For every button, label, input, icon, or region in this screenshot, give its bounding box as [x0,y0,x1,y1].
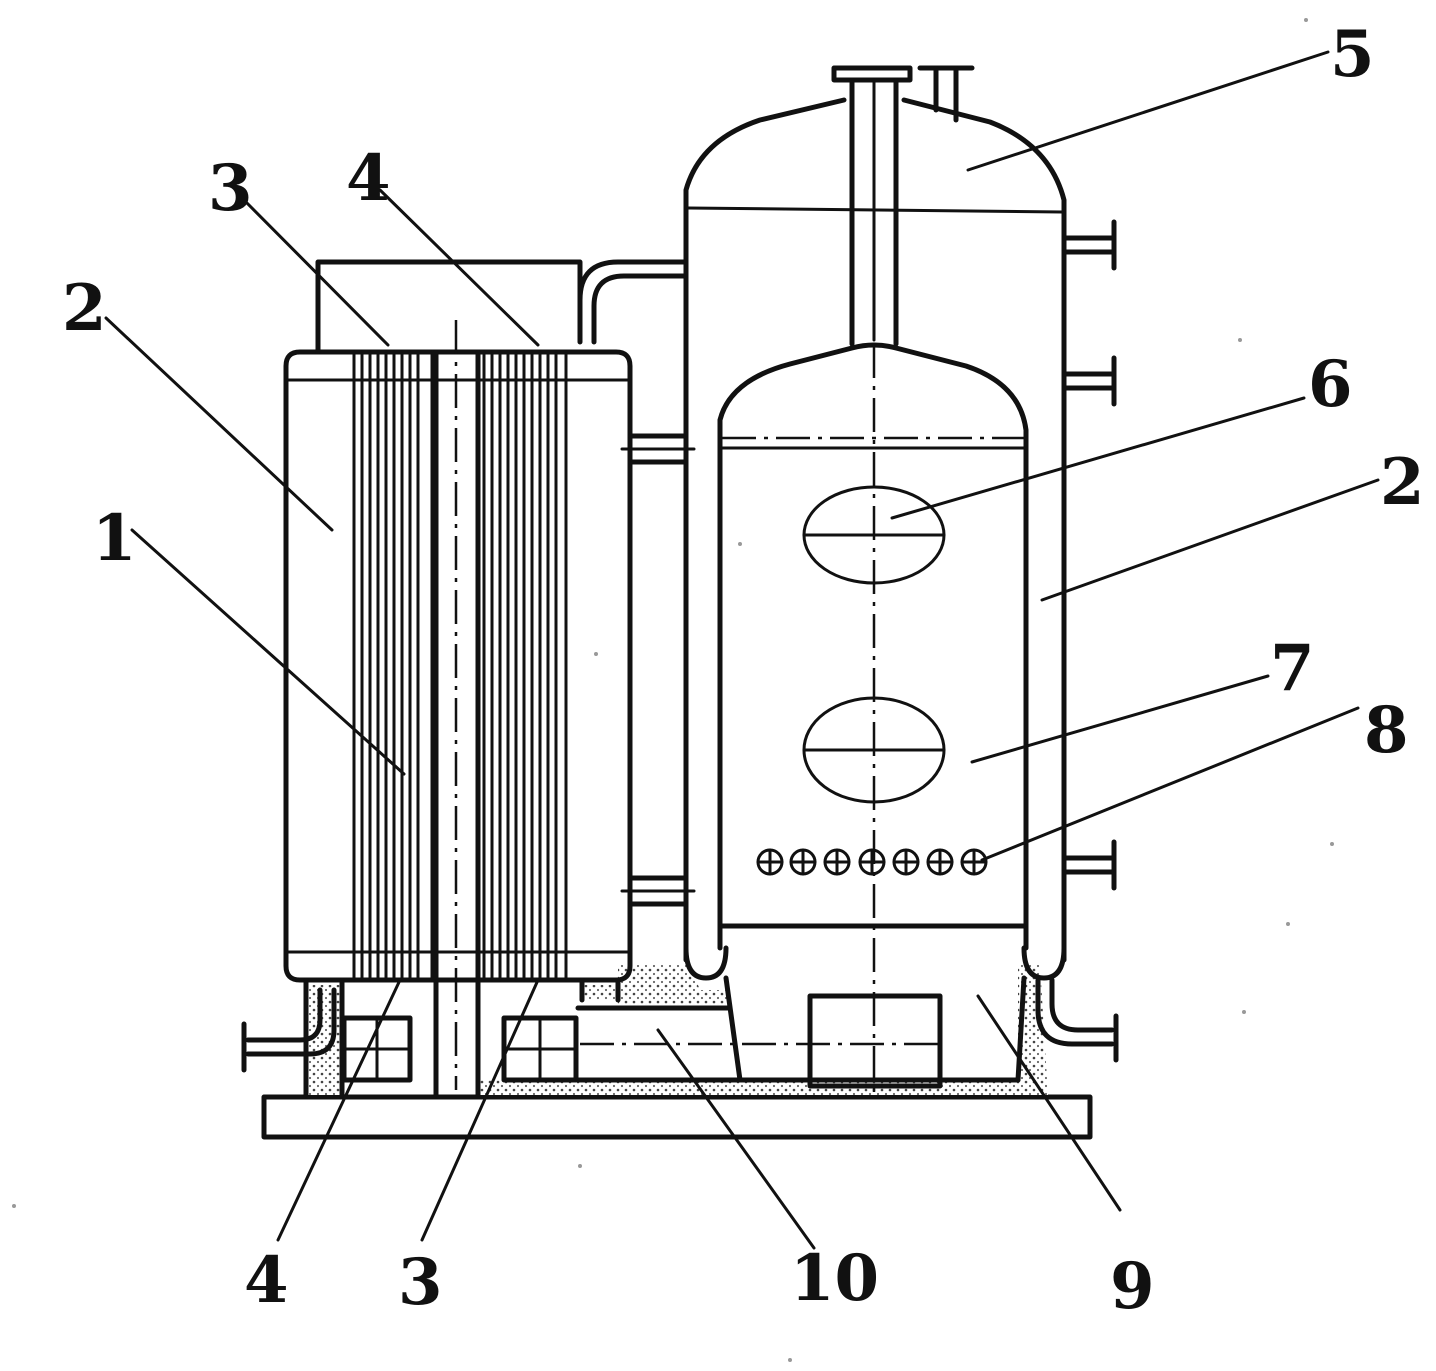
label-6: 6 [1308,347,1353,422]
label-10: 10 [790,1241,879,1316]
tube-bundle-right [482,350,568,982]
tube-bundle-left [352,350,434,982]
scan-specks [12,18,1334,1362]
label-7: 7 [1270,631,1315,706]
burner-holes [756,848,988,876]
right-nozzles [1035,219,1119,1063]
label-3-bottom: 3 [398,1245,443,1320]
left-burner-boxes [341,1015,579,1083]
labels: 2 1 3 4 5 6 2 7 8 4 3 10 9 [62,17,1425,1324]
furnace-bottom-box [807,993,943,1089]
label-1: 1 [92,501,137,576]
flue-pipe [831,65,975,347]
label-3-top: 3 [208,151,253,226]
label-4-bottom: 4 [244,1243,289,1318]
bottom-duct [575,1005,1021,1083]
label-4-top: 4 [346,141,391,216]
label-9: 9 [1110,1249,1155,1324]
label-5: 5 [1330,17,1375,92]
base-plate [261,1094,1093,1140]
coil-ellipse-lower [802,696,946,804]
left-outlet-pipe [241,987,337,1073]
label-2-right: 2 [1380,445,1425,520]
coil-ellipse-upper [802,485,946,585]
inner-vessel [717,342,1029,1095]
label-2-left: 2 [62,271,107,346]
refractory-fill [306,965,1048,1095]
label-8: 8 [1364,693,1409,768]
outer-vessel [683,97,1067,1083]
heat-exchanger [283,259,696,1098]
leader-lines [104,50,1380,1250]
